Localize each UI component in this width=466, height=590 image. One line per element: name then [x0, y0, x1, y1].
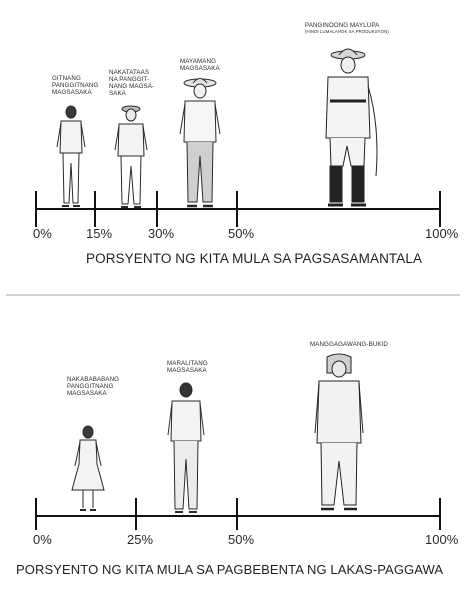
figure-label-poor-peasant: MARALITANG MAGSASAKA — [167, 360, 208, 374]
middle-peasant-figure-icon — [56, 105, 86, 207]
figure-label-upper-middle-peasant: NAKATATAAS NA PANGGIT- NANG MAGSA- SAKA — [109, 69, 155, 97]
labor-income-panel: NAKABABABANG PANGGITNANG MAGSASAKA MARAL… — [0, 300, 466, 590]
tick-label: 25% — [127, 532, 154, 547]
rich-peasant-figure-icon — [179, 78, 221, 208]
figure-label-farmworker: MANGGAGAWANG-BUKID — [310, 341, 389, 348]
figure-label-landlord: PANGINOONG MAYLUPA (HINDI LUMALAHOK SA P… — [305, 22, 389, 34]
tick-label: 100% — [425, 226, 459, 241]
landlord-figure-icon — [325, 48, 378, 207]
exploitation-income-axis — [35, 191, 441, 227]
tick-label: 0% — [33, 532, 52, 547]
figure-label-lower-middle-peasant: NAKABABABANG PANGGITNANG MAGSASAKA — [67, 376, 120, 397]
farmworker-figure-icon — [314, 353, 364, 511]
tick-label: 0% — [33, 226, 52, 241]
tick-label: 100% — [425, 532, 459, 547]
figure-label-middle-peasant: GITNANG PANGGITNANG MAGSASAKA — [52, 75, 99, 96]
tick-label: 50% — [228, 226, 255, 241]
figure-label-rich-peasant: MAYAMANG MAGSASAKA — [180, 58, 220, 72]
poor-peasant-figure-icon — [167, 382, 205, 513]
tick-label: 30% — [148, 226, 175, 241]
exploitation-income-panel: GITNANG PANGGITNANG MAGSASAKA NAKATATAAS… — [0, 0, 466, 292]
axis-caption: PORSYENTO NG KITA MULA SA PAGBEBENTA NG … — [16, 562, 444, 577]
labor-income-axis — [35, 498, 441, 530]
upper-middle-peasant-figure-icon — [114, 105, 148, 208]
axis-caption: PORSYENTO NG KITA MULA SA PAGSASAMANTALA — [86, 251, 423, 266]
tick-label: 50% — [228, 532, 255, 547]
panel-divider — [6, 294, 460, 296]
tick-label: 15% — [86, 226, 113, 241]
lower-middle-peasant-figure-icon — [71, 425, 105, 511]
